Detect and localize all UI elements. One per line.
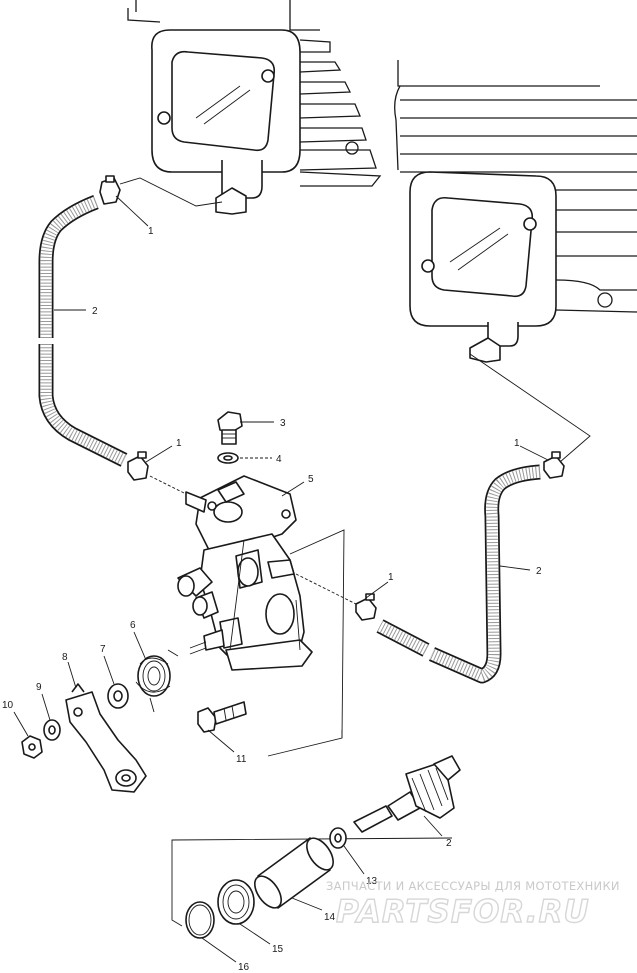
callout-bushing: 14 [324, 912, 336, 923]
left-cylinder [127, 0, 382, 215]
callout-drive-gear: 2 [446, 838, 452, 849]
callout-nut: 10 [2, 700, 14, 711]
right-oil-hose [376, 464, 541, 684]
callout-clamp: 1 [388, 572, 394, 583]
callout-mounting-bolt: 11 [236, 754, 247, 765]
sealing-washer [217, 452, 239, 464]
pump-control-lever [65, 683, 147, 793]
mounting-bolt [197, 701, 247, 733]
hose-clamp [127, 451, 149, 481]
callout-lever-washer: 9 [36, 682, 42, 693]
callout-bolt: 3 [280, 418, 286, 429]
lever-washer [43, 719, 61, 741]
left-oil-hose [38, 195, 128, 467]
right-cylinder [394, 60, 637, 363]
shaft-washer [329, 827, 347, 849]
spacer-washer [107, 683, 129, 709]
callout-hose: 2 [92, 306, 98, 317]
callout-clamp: 1 [514, 438, 520, 449]
hose-clamp [543, 451, 565, 479]
lever-nut [21, 735, 43, 759]
hose-clamp [355, 593, 377, 621]
callout-o-ring: 16 [238, 962, 250, 973]
callout-spacer: 7 [100, 644, 106, 655]
watermark-brand: PARTSFOR.RU [336, 894, 590, 930]
oil-pump-body [177, 475, 313, 671]
callout-hose: 2 [536, 566, 542, 577]
callout-washer: 4 [276, 454, 282, 465]
hose-clamp [99, 175, 121, 205]
oil-seal [217, 879, 255, 925]
callout-oil-pump: 5 [308, 474, 314, 485]
bleeder-bolt [217, 411, 243, 445]
callout-lever: 8 [62, 652, 68, 663]
callout-spring: 6 [130, 620, 136, 631]
callout-shaft-washer: 13 [366, 876, 378, 887]
callout-oil-seal: 15 [272, 944, 284, 955]
o-ring [185, 901, 215, 939]
callout-clamp: 1 [148, 226, 154, 237]
return-spring [135, 649, 179, 713]
pump-drive-gear [353, 755, 461, 833]
callout-clamp: 1 [176, 438, 182, 449]
watermark-tagline: ЗАПЧАСТИ И АКСЕССУАРЫ ДЛЯ МОТОТЕХНИКИ [326, 879, 620, 893]
drive-bushing [254, 837, 334, 909]
